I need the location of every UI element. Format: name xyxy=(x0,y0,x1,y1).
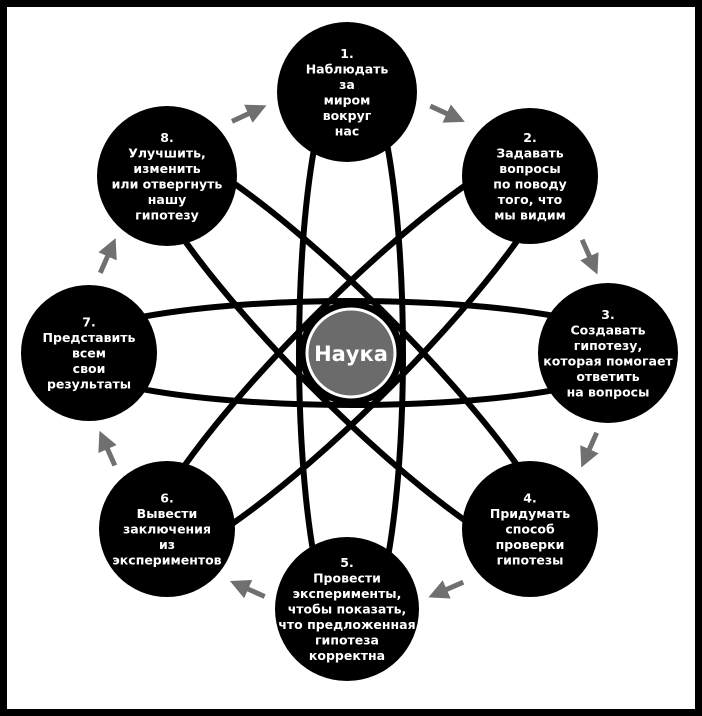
step-5-line-1: 5. xyxy=(340,555,353,570)
step-circle-5 xyxy=(275,537,419,681)
step-1-line-1: 1. xyxy=(340,46,353,61)
step-4-line-4: проверки xyxy=(496,537,565,552)
arrow-4-to-5 xyxy=(428,579,465,599)
arrow-5-to-6 xyxy=(229,580,266,599)
step-5-line-5: что предложенная xyxy=(278,617,415,632)
arrow-3-to-4 xyxy=(580,431,599,468)
step-2-line-4: по поводу xyxy=(493,176,567,191)
step-5-line-7: корректна xyxy=(309,648,385,663)
step-8-line-6: гипотезу xyxy=(135,207,199,222)
arrow-8-to-1 xyxy=(230,104,267,124)
center-node: Наука xyxy=(299,301,403,405)
step-4-line-1: 4. xyxy=(523,491,536,506)
step-5-line-4: чтобы показать, xyxy=(288,602,407,617)
step-1-line-2: Наблюдать xyxy=(306,61,389,76)
step-8-line-3: изменить xyxy=(133,161,200,176)
step-circle-6 xyxy=(99,461,235,597)
step-3-line-3: гипотезу, xyxy=(574,338,642,353)
step-5-line-6: гипотеза xyxy=(315,633,379,648)
step-5-line-2: Провести xyxy=(313,571,381,586)
step-6-line-2: Вывести xyxy=(137,506,198,521)
step-2-line-5: того, что xyxy=(498,192,563,207)
step-circle-3 xyxy=(538,283,678,423)
arrow-1-to-2 xyxy=(429,103,465,123)
arrow-7-to-8 xyxy=(98,238,117,274)
step-circle-7 xyxy=(21,285,157,421)
step-circle-8 xyxy=(97,106,237,246)
step-7-line-3: всем xyxy=(72,346,106,361)
step-7-line-2: Представить xyxy=(43,330,136,345)
step-7-line-4: свои xyxy=(73,361,106,376)
step-3-line-4: которая помогает xyxy=(543,353,673,368)
step-circle-4 xyxy=(462,461,598,597)
step-3-line-5: ответить xyxy=(576,369,639,384)
arrow-2-to-3 xyxy=(579,238,599,275)
step-2-line-1: 2. xyxy=(523,130,536,145)
step-1-line-3: за xyxy=(339,77,355,92)
step-8-line-4: или отвергнуть xyxy=(112,176,223,191)
step-4-line-5: гипотезы xyxy=(497,553,564,568)
step-8-line-1: 8. xyxy=(160,130,173,145)
cycle-arrows xyxy=(98,103,599,599)
step-6-line-1: 6. xyxy=(160,491,173,506)
step-3-line-6: на вопросы xyxy=(567,384,650,399)
step-4-line-3: способ xyxy=(505,522,555,537)
step-6-line-3: заключения xyxy=(123,522,211,537)
step-2-line-2: Задавать xyxy=(496,145,563,160)
step-6-line-4: из xyxy=(159,537,175,552)
step-6-line-5: экспериментов xyxy=(112,553,221,568)
arrow-6-to-7 xyxy=(98,430,118,467)
step-8-line-2: Улучшить, xyxy=(128,145,205,160)
step-circle-1 xyxy=(277,22,417,162)
step-7-line-1: 7. xyxy=(82,315,95,330)
step-1-line-4: миром xyxy=(324,92,371,107)
step-2-line-3: вопросы xyxy=(499,161,560,176)
step-4-line-2: Придумать xyxy=(490,506,570,521)
step-5-line-3: эксперименты, xyxy=(293,586,402,601)
step-3-line-2: Создавать xyxy=(570,322,645,337)
step-8-line-5: нашу xyxy=(148,192,187,207)
step-7-line-5: результаты xyxy=(47,377,131,392)
step-2-line-6: мы видим xyxy=(494,207,566,222)
step-1-line-6: нас xyxy=(335,123,359,138)
center-disc xyxy=(305,307,397,399)
center-label: Наука xyxy=(314,342,388,366)
step-1-line-5: вокруг xyxy=(323,108,372,123)
step-circle-2 xyxy=(462,108,598,244)
step-3-line-1: 3. xyxy=(601,307,614,322)
